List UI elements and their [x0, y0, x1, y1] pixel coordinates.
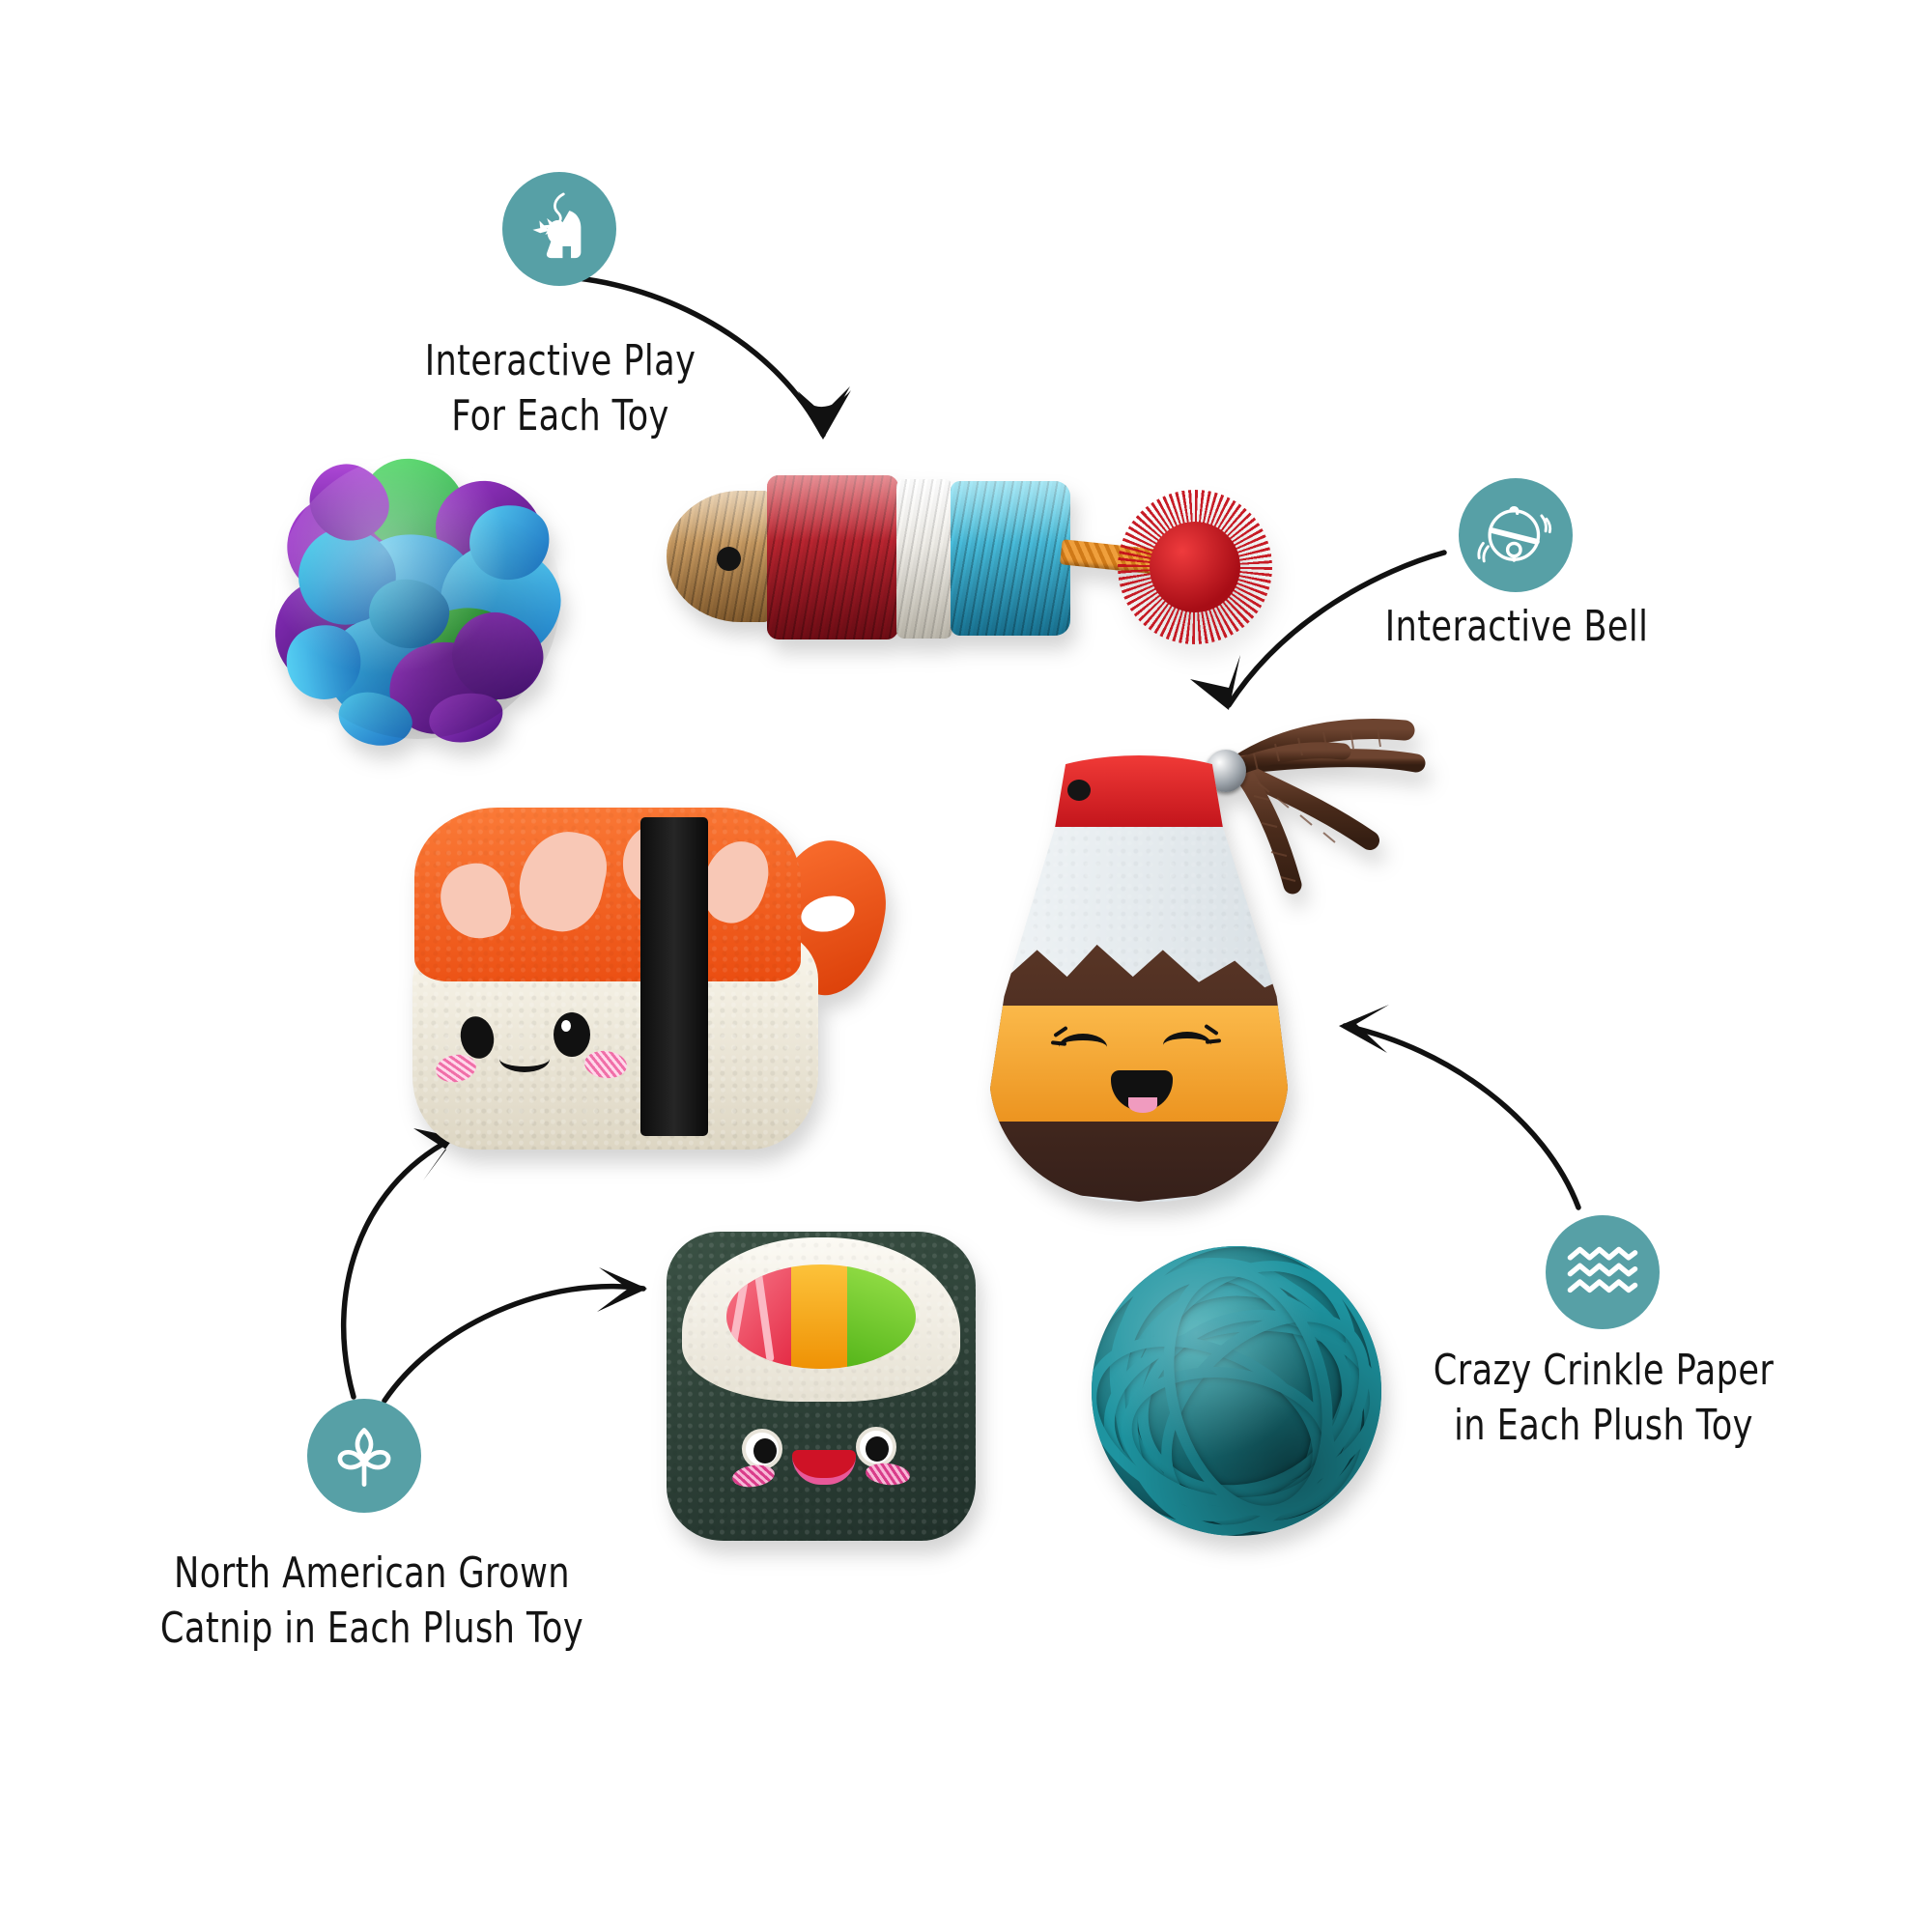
- maki-roll-plush: [667, 1232, 976, 1541]
- catnip-leaf-icon: [327, 1418, 402, 1493]
- soy-eye-left: [1059, 1034, 1107, 1061]
- maki-blush-right: [864, 1461, 912, 1488]
- maki-blush-left: [730, 1463, 777, 1490]
- soy-eye-right: [1163, 1032, 1211, 1059]
- nigiri-shrimp-topping: [414, 808, 801, 981]
- nigiri-nori-band: [640, 817, 708, 1136]
- mylar-crinkle-ball: [268, 448, 571, 753]
- maki-fill-green: [847, 1264, 916, 1369]
- caption-interactive-play: Interactive Play For Each Toy: [424, 336, 696, 441]
- soy-bottle-face: [1050, 1023, 1254, 1121]
- badge-north-american-catnip[interactable]: [307, 1399, 421, 1513]
- rope-fish-band-white: [896, 479, 952, 639]
- badge-interactive-play[interactable]: [502, 172, 616, 286]
- maki-face: [730, 1425, 912, 1512]
- badge-interactive-bell[interactable]: [1459, 478, 1573, 592]
- jingle-bell-icon: [1475, 495, 1556, 576]
- caption-crazy-crinkle-paper: Crazy Crinkle Paper in Each Plush Toy: [1433, 1346, 1775, 1451]
- rope-fish-band-cyan: [951, 481, 1070, 636]
- badge-crazy-crinkle-paper[interactable]: [1546, 1215, 1660, 1329]
- soy-bottle-cap-dot: [1066, 780, 1091, 802]
- arrow-catnip-to-maki: [382, 1267, 647, 1404]
- rope-fish-pompom: [1117, 489, 1273, 645]
- caption-north-american-catnip: North American Grown Catnip in Each Plus…: [159, 1548, 584, 1654]
- nigiri-blush-right: [582, 1048, 629, 1081]
- maki-filling: [726, 1264, 916, 1369]
- caption-interactive-bell: Interactive Bell: [1384, 602, 1649, 651]
- nigiri-face: [433, 995, 629, 1101]
- nigiri-mouth: [499, 1045, 550, 1072]
- maki-mouth: [792, 1450, 856, 1485]
- soy-bottle-ribbon: [1215, 715, 1505, 918]
- cat-playing-wand-icon: [518, 187, 601, 270]
- soy-tongue: [1128, 1097, 1157, 1113]
- nigiri-eye-right: [554, 1012, 590, 1057]
- rope-fish-toy: [667, 464, 1273, 657]
- rope-fish-eye: [717, 547, 741, 571]
- soy-sauce-bottle-plush: [985, 715, 1507, 1217]
- crinkle-wave-icon: [1562, 1238, 1643, 1306]
- rope-fish-band-red: [767, 475, 898, 639]
- maki-fill-orange: [790, 1264, 848, 1369]
- soy-bottle-cap: [1031, 755, 1247, 827]
- shrimp-nigiri-plush: [401, 802, 895, 1179]
- rattan-ball: [1092, 1246, 1381, 1536]
